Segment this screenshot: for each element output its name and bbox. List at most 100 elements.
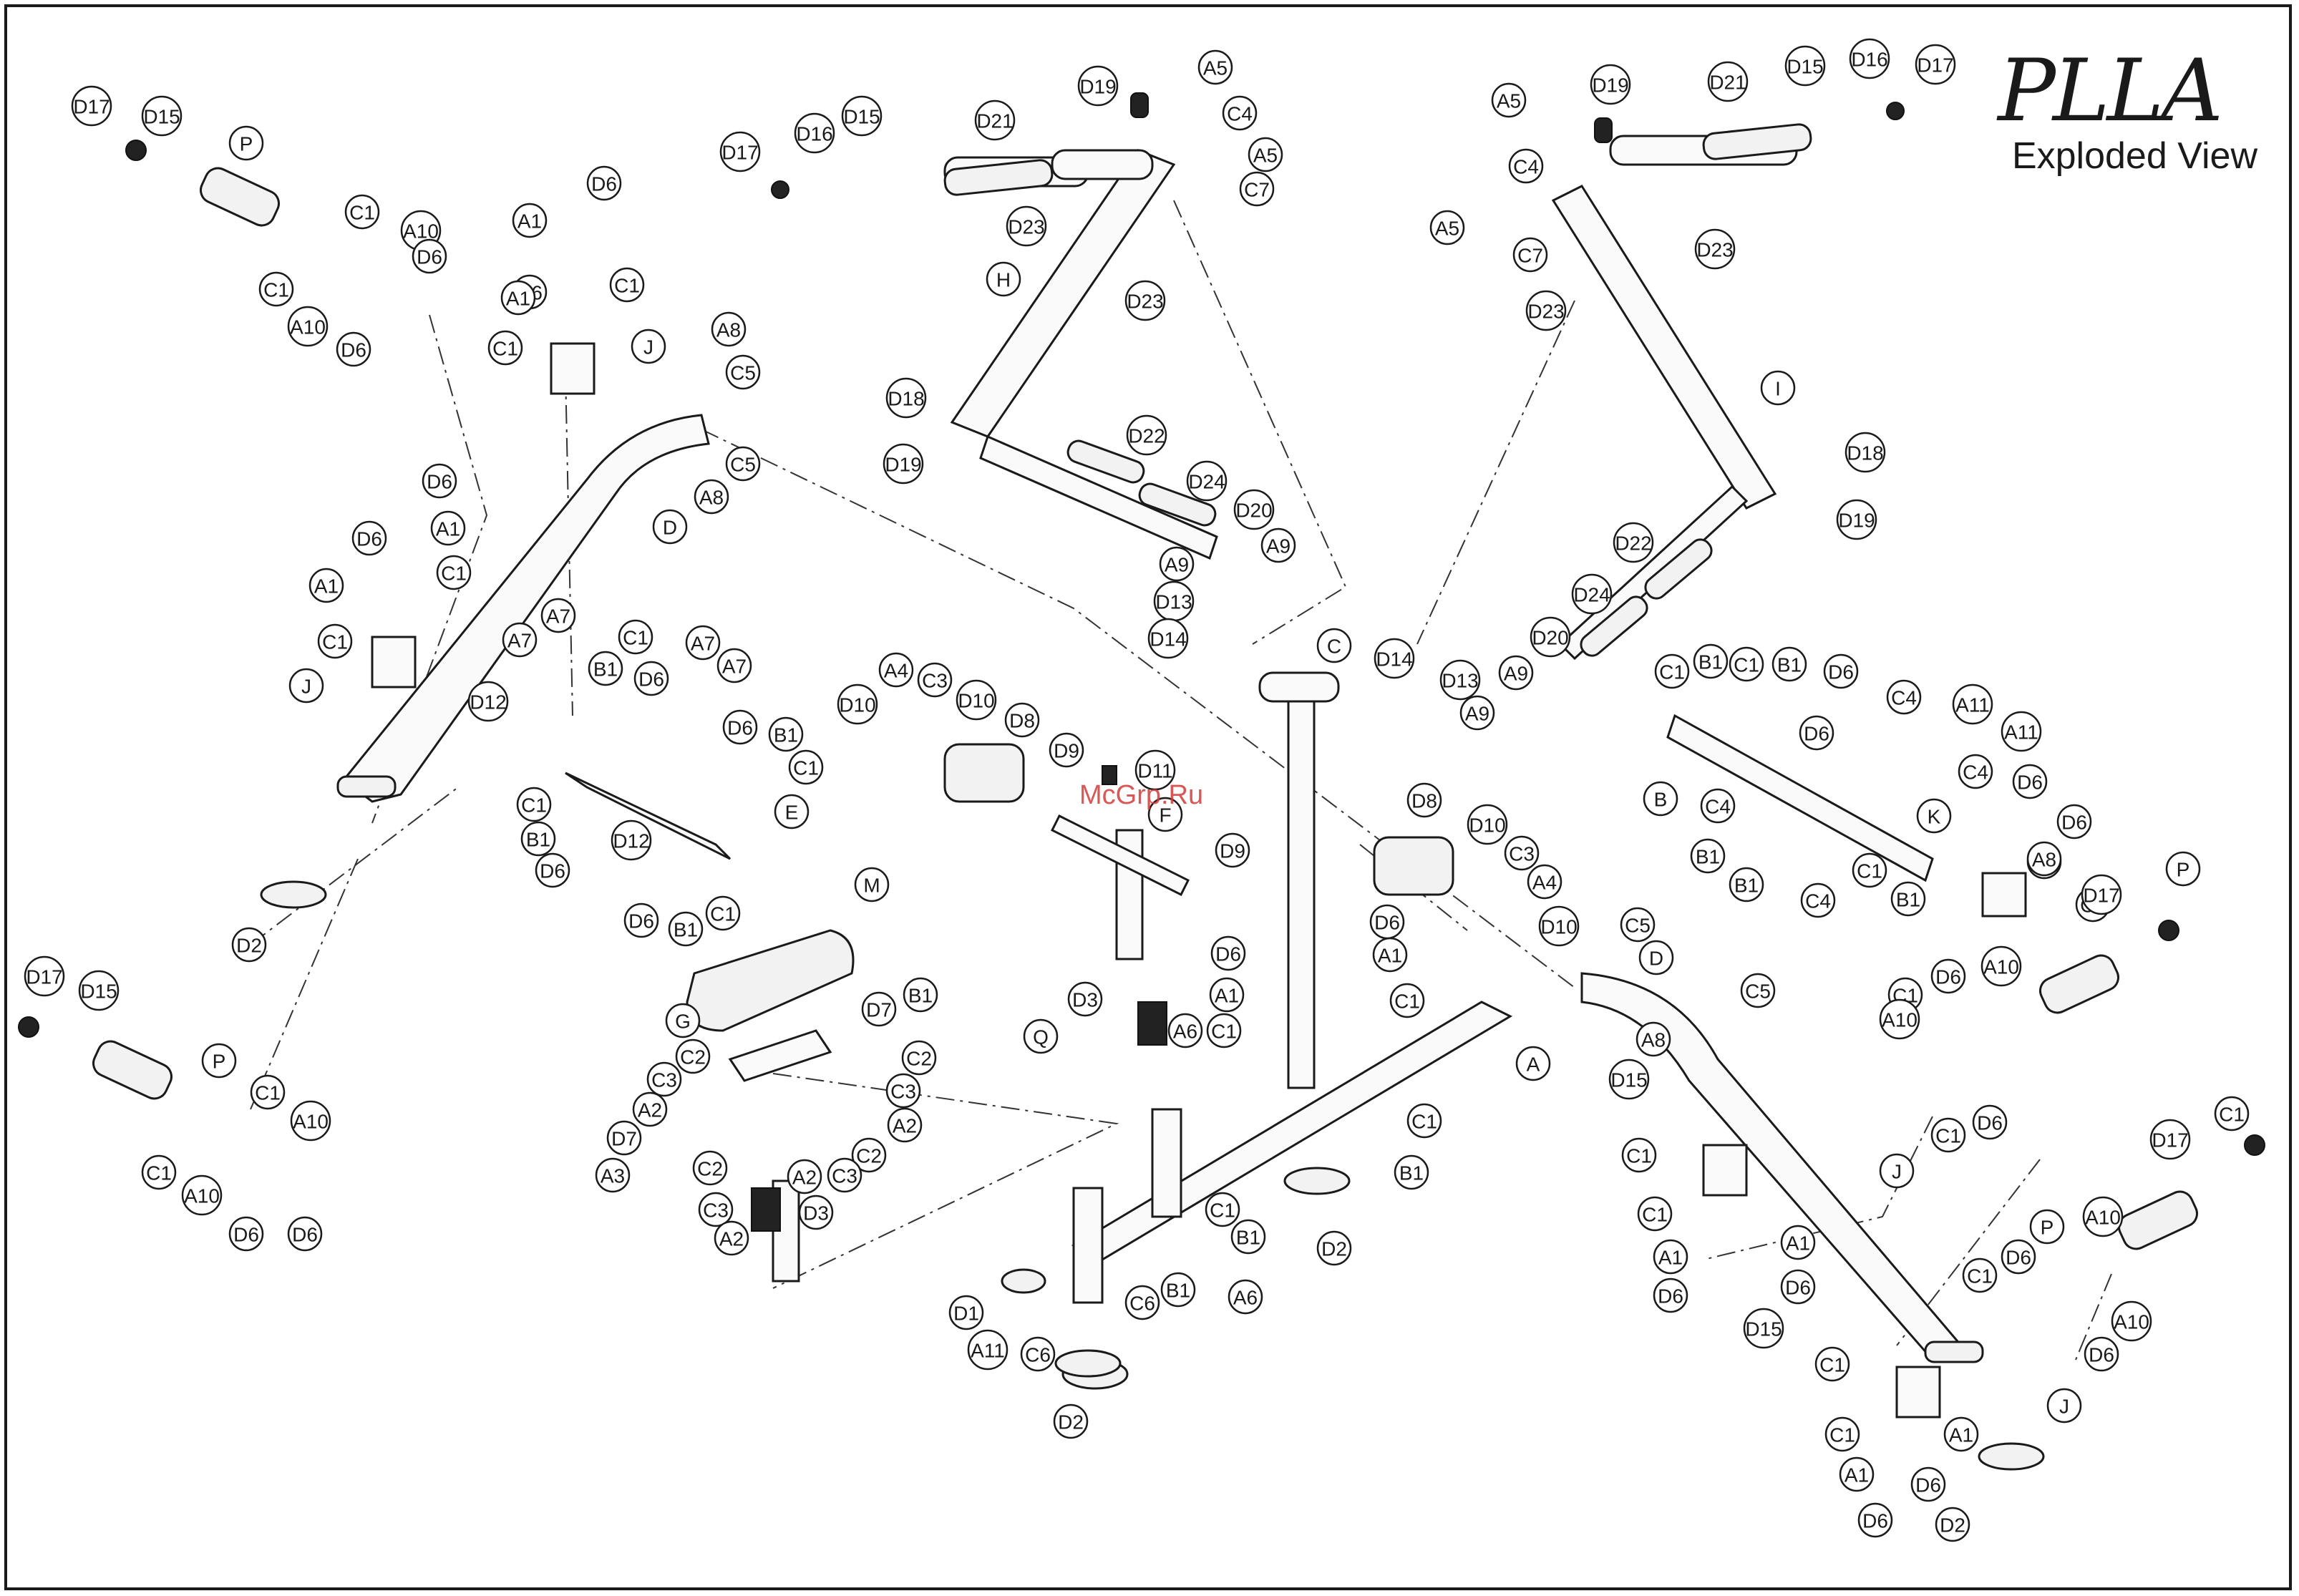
- part-label-d20: D20: [1233, 489, 1275, 530]
- svg-text:D16: D16: [796, 123, 832, 145]
- svg-text:D2: D2: [1058, 1411, 1084, 1434]
- part-label-d15: D15: [78, 970, 120, 1011]
- part-label-a7: A7: [685, 625, 721, 661]
- svg-text:C4: C4: [1513, 156, 1539, 178]
- svg-text:C3: C3: [703, 1200, 729, 1222]
- part-label-a10: A10: [1980, 945, 2022, 987]
- svg-text:J: J: [1892, 1161, 1902, 1183]
- part-label-q: Q: [1023, 1018, 1059, 1054]
- svg-text:C3: C3: [922, 670, 948, 692]
- svg-text:C3: C3: [832, 1165, 857, 1187]
- svg-text:D10: D10: [1469, 814, 1505, 837]
- svg-text:D15: D15: [843, 106, 880, 128]
- part-label-b1: B1: [520, 821, 556, 857]
- part-label-a10: A10: [1879, 998, 1920, 1040]
- part-label-d17: D17: [2149, 1119, 2191, 1160]
- svg-text:P: P: [213, 1051, 226, 1073]
- part-label-c1: C1: [317, 623, 353, 659]
- part-label-d6: D6: [535, 852, 570, 888]
- part-label-c1: C1: [1206, 1013, 1242, 1048]
- part-label-c4: C4: [1958, 754, 1993, 789]
- part-label-d6: D6: [2084, 1336, 2119, 1372]
- part-label-a2: A2: [887, 1107, 923, 1143]
- part-label-d18: D18: [1844, 432, 1886, 473]
- part-label-d6: D6: [1857, 1502, 1893, 1538]
- part-label-a5: A5: [1248, 137, 1283, 172]
- svg-text:B1: B1: [1236, 1227, 1260, 1249]
- svg-text:B1: B1: [1777, 654, 1802, 676]
- svg-text:A9: A9: [1266, 535, 1291, 558]
- svg-text:D11: D11: [1137, 760, 1172, 782]
- part-label-d6: D6: [2012, 764, 2048, 799]
- svg-text:C1: C1: [1411, 1111, 1437, 1133]
- svg-text:A10: A10: [293, 1111, 329, 1133]
- part-label-b1: B1: [768, 716, 804, 752]
- svg-text:A10: A10: [2085, 1207, 2121, 1229]
- svg-text:D2: D2: [1940, 1514, 1965, 1537]
- part-label-d13: D13: [1153, 580, 1195, 622]
- svg-text:D15: D15: [1610, 1069, 1647, 1091]
- svg-text:A7: A7: [691, 633, 715, 655]
- part-label-d6: D6: [586, 165, 622, 201]
- part-label-j: J: [1879, 1153, 1915, 1189]
- part-label-d24: D24: [1186, 460, 1228, 502]
- part-label-a11: A11: [2001, 711, 2042, 752]
- svg-text:A8: A8: [699, 487, 724, 509]
- part-label-c7: C7: [1512, 237, 1548, 273]
- part-label-c1: C1: [2214, 1096, 2250, 1132]
- part-label-d22: D22: [1126, 414, 1167, 456]
- svg-text:D17: D17: [26, 966, 62, 988]
- part-label-d6: D6: [2056, 804, 2092, 840]
- part-label-a1: A1: [1780, 1225, 1816, 1260]
- svg-text:D2: D2: [1321, 1238, 1347, 1260]
- part-label-d10: D10: [1538, 905, 1580, 947]
- hardware-parts: [18, 92, 2265, 1232]
- part-label-c5: C5: [725, 354, 761, 390]
- svg-text:D6: D6: [540, 860, 565, 882]
- part-label-c3: C3: [698, 1192, 734, 1227]
- svg-text:D14: D14: [1376, 648, 1412, 671]
- part-label-d6: D6: [412, 238, 447, 274]
- svg-text:A2: A2: [638, 1099, 662, 1121]
- part-label-c2: C2: [675, 1038, 711, 1074]
- svg-text:C1: C1: [441, 563, 467, 585]
- part-label-a6: A6: [1167, 1013, 1203, 1048]
- part-label-a5: A5: [1197, 49, 1233, 85]
- svg-text:B1: B1: [774, 724, 798, 746]
- svg-text:I: I: [1775, 378, 1781, 400]
- part-label-b1: B1: [1890, 881, 1926, 917]
- part-label-c1: C1: [1621, 1137, 1657, 1173]
- part-label-b1: B1: [1230, 1219, 1266, 1255]
- svg-text:B: B: [1654, 789, 1668, 811]
- svg-text:A1: A1: [1658, 1247, 1683, 1269]
- part-label-d6: D6: [1930, 958, 1966, 994]
- foot-caps: [260, 880, 2045, 1471]
- part-label-d12: D12: [611, 819, 652, 861]
- part-label-d6: D6: [1653, 1278, 1688, 1313]
- part-label-d13: D13: [1439, 659, 1481, 701]
- svg-text:D23: D23: [1127, 291, 1163, 313]
- part-label-c4: C4: [1800, 882, 1836, 918]
- svg-text:D10: D10: [958, 690, 994, 712]
- part-label-d9: D9: [1215, 832, 1250, 868]
- part-label-a8: A8: [711, 311, 747, 347]
- svg-text:C1: C1: [793, 757, 819, 779]
- svg-text:C3: C3: [1509, 843, 1535, 865]
- svg-text:A1: A1: [1786, 1232, 1810, 1255]
- svg-text:A1: A1: [436, 518, 460, 540]
- part-label-d6: D6: [1369, 904, 1405, 940]
- svg-text:C5: C5: [1745, 981, 1771, 1003]
- svg-text:D19: D19: [1592, 74, 1628, 97]
- svg-text:A7: A7: [507, 630, 532, 652]
- part-label-j: J: [288, 668, 324, 704]
- part-label-d16: D16: [1849, 38, 1890, 79]
- svg-text:B1: B1: [1696, 846, 1720, 868]
- part-label-d1: D1: [948, 1295, 984, 1330]
- svg-text:A11: A11: [971, 1340, 1005, 1362]
- svg-text:C4: C4: [1891, 687, 1917, 709]
- svg-text:A4: A4: [1532, 872, 1557, 894]
- part-label-d12: D12: [467, 681, 509, 722]
- part-label-d23: D23: [1124, 280, 1166, 321]
- svg-text:C7: C7: [1517, 245, 1543, 267]
- seat-pad: [686, 929, 855, 1082]
